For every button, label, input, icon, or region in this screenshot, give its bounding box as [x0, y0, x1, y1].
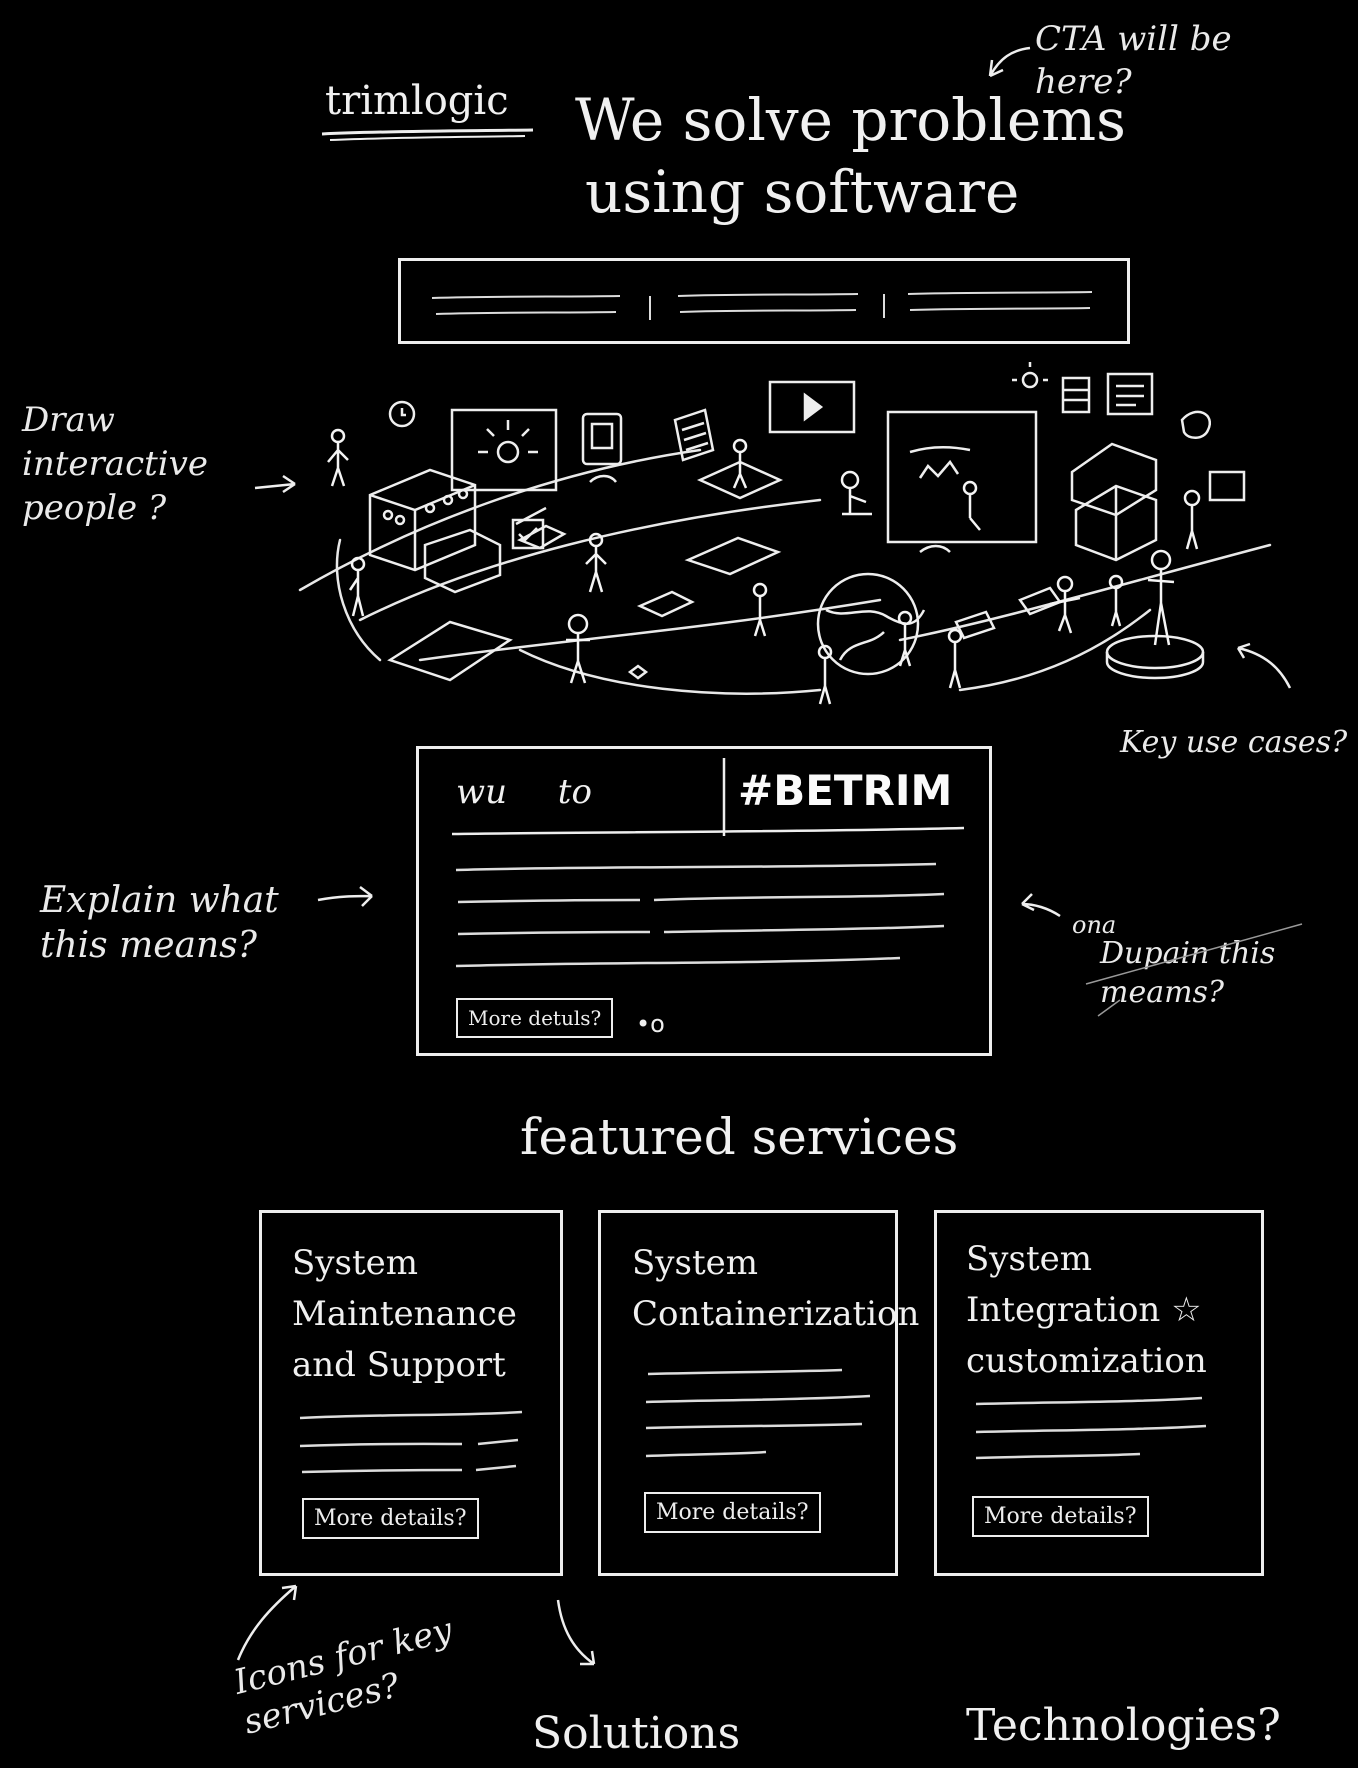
featured-heading: featured services: [520, 1108, 959, 1166]
chat-bubble-icon: [388, 400, 416, 428]
explain-right-strike: ona: [1072, 911, 1117, 939]
service-card-1-more-details-button[interactable]: More details?: [302, 1498, 479, 1539]
service-card-2-more-details-button[interactable]: More details?: [644, 1492, 821, 1533]
key-use-cases-annotation: Key use cases?: [1120, 725, 1348, 760]
logo[interactable]: trimlogic: [325, 78, 509, 124]
headline-line-2: using software: [585, 158, 1020, 226]
service-card-3[interactable]: [934, 1210, 1264, 1576]
solutions-link[interactable]: Solutions: [532, 1708, 741, 1759]
document-icon: [581, 408, 715, 466]
explain-left-annotation: Explain what this means?: [40, 880, 279, 966]
draw-people-annotation: Draw interactive people ?: [22, 400, 208, 529]
carousel-dots[interactable]: •o: [636, 1010, 665, 1038]
service-card-1[interactable]: [259, 1210, 563, 1576]
play-icon: [768, 380, 856, 434]
service-card-3-title: System Integration ☆ customization: [966, 1239, 1207, 1381]
service-card-3-more-details-button[interactable]: More details?: [972, 1496, 1149, 1537]
technologies-link[interactable]: Technologies?: [966, 1700, 1281, 1751]
headline-line-1: We solve problems: [575, 86, 1126, 154]
carousel-dot[interactable]: o: [650, 1010, 665, 1038]
nav-bar[interactable]: [398, 258, 1130, 344]
monitor-icon: [886, 410, 1038, 544]
lightbulb-icon: [450, 408, 558, 492]
cta-annotation: CTA will be here?: [1035, 19, 1232, 102]
server-icon: [368, 468, 502, 594]
service-card-2-title: System Containerization: [632, 1243, 920, 1334]
explain-right-annotation: Dupain this meams?: [1100, 936, 1276, 1010]
service-card-2[interactable]: [598, 1210, 898, 1576]
service-card-1-title: System Maintenance and Support: [292, 1243, 517, 1385]
carousel-dot-active[interactable]: •: [636, 1010, 651, 1038]
intro-prefix: wu to: [456, 772, 592, 812]
intro-more-details-button[interactable]: More detuls?: [456, 998, 614, 1038]
intro-card: [416, 746, 992, 1056]
globe-icon: [816, 572, 926, 676]
person-icon: [327, 428, 1201, 705]
intro-hashtag: #BETRIM: [738, 766, 953, 815]
